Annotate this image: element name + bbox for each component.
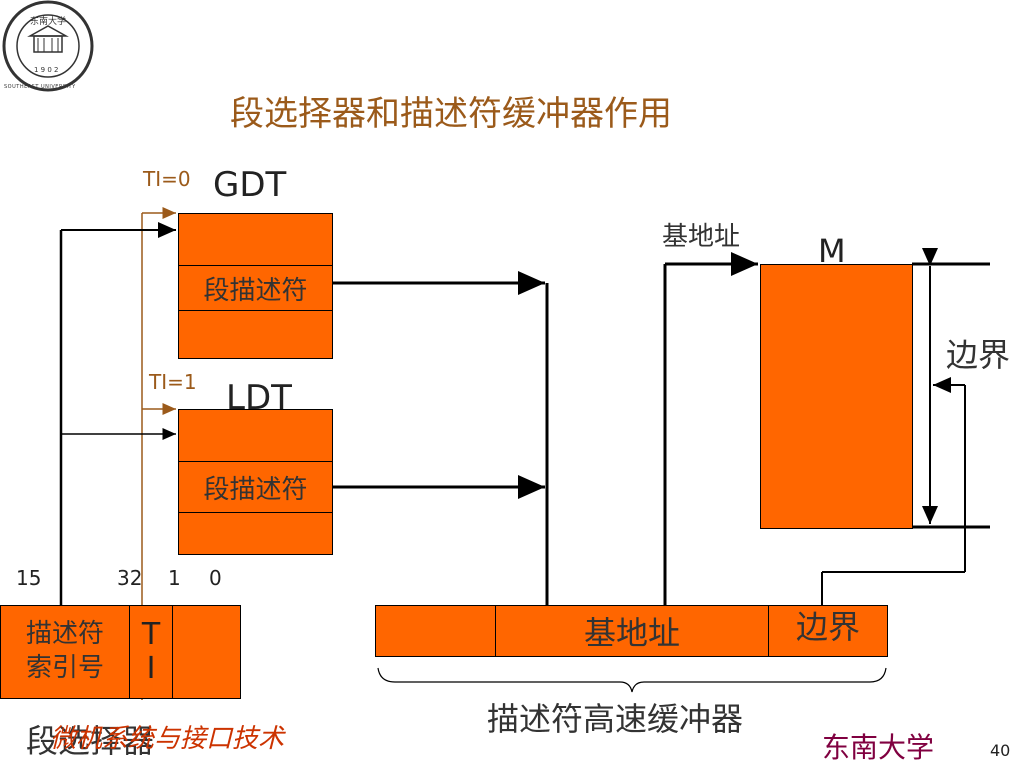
selector-rpl-field <box>173 606 240 698</box>
bit-0-label: 0 <box>209 566 222 590</box>
bit-1-label: 1 <box>168 566 181 590</box>
bit-32-label: 32 <box>117 566 143 590</box>
ldt-row-top <box>179 410 332 462</box>
university-logo: 东南大学 1 9 0 2 SOUTHEAST UNIVERSITY <box>0 0 96 96</box>
ldt-descriptor-label: 段描述符 <box>203 474 308 505</box>
cache-base-field: 基地址 <box>496 606 769 656</box>
logo-name-text: SOUTHEAST UNIVERSITY <box>4 84 76 90</box>
gdt-row-top <box>179 214 332 266</box>
gdt-descriptor-row: 段描述符 <box>179 266 332 311</box>
gdt-descriptor-label: 段描述符 <box>203 275 308 306</box>
cache-caption: 描述符高速缓冲器 <box>487 700 744 738</box>
bit-15-label: 15 <box>16 566 42 590</box>
segment-selector: 描述符 索引号 T I <box>0 605 241 699</box>
descriptor-cache: 基地址 边界 <box>375 605 888 657</box>
logo-years-text: 1 9 0 2 <box>34 66 59 74</box>
cache-attr-field <box>376 606 496 656</box>
selector-index-field: 描述符 索引号 <box>1 606 130 698</box>
memory-limit-label: 边界 <box>946 336 1011 374</box>
cache-limit-field: 边界 <box>769 606 887 656</box>
cache-base-label: 基地址 <box>583 614 680 652</box>
page-number: 40 <box>990 741 1011 760</box>
ldt-row-bottom <box>179 513 332 554</box>
slide-title: 段选择器和描述符缓冲器作用 <box>230 94 672 134</box>
memory-block <box>760 264 913 529</box>
cache-brace <box>377 667 887 693</box>
memory-base-label: 基地址 <box>662 222 741 252</box>
selector-ti-letters: T I <box>141 616 161 686</box>
footer-university: 东南大学 <box>822 731 935 764</box>
footer-course: 微机系统与接口技术 <box>50 724 285 754</box>
gdt-table: 段描述符 <box>178 213 333 359</box>
ldt-ti-label: TI=1 <box>149 370 197 394</box>
logo-chinese-text: 东南大学 <box>30 17 67 27</box>
ldt-table: 段描述符 <box>178 409 333 555</box>
selector-index-label: 描述符 索引号 <box>25 619 104 683</box>
gdt-ti-label: TI=0 <box>143 167 191 191</box>
memory-label: M <box>818 232 846 270</box>
ldt-descriptor-row: 段描述符 <box>179 462 332 513</box>
gdt-row-bottom <box>179 311 332 358</box>
selector-caption: 段选择器 <box>26 722 155 760</box>
selector-ti-field: T I <box>130 606 173 698</box>
gdt-title: GDT <box>213 165 287 205</box>
cache-limit-label: 边界 <box>795 608 860 646</box>
